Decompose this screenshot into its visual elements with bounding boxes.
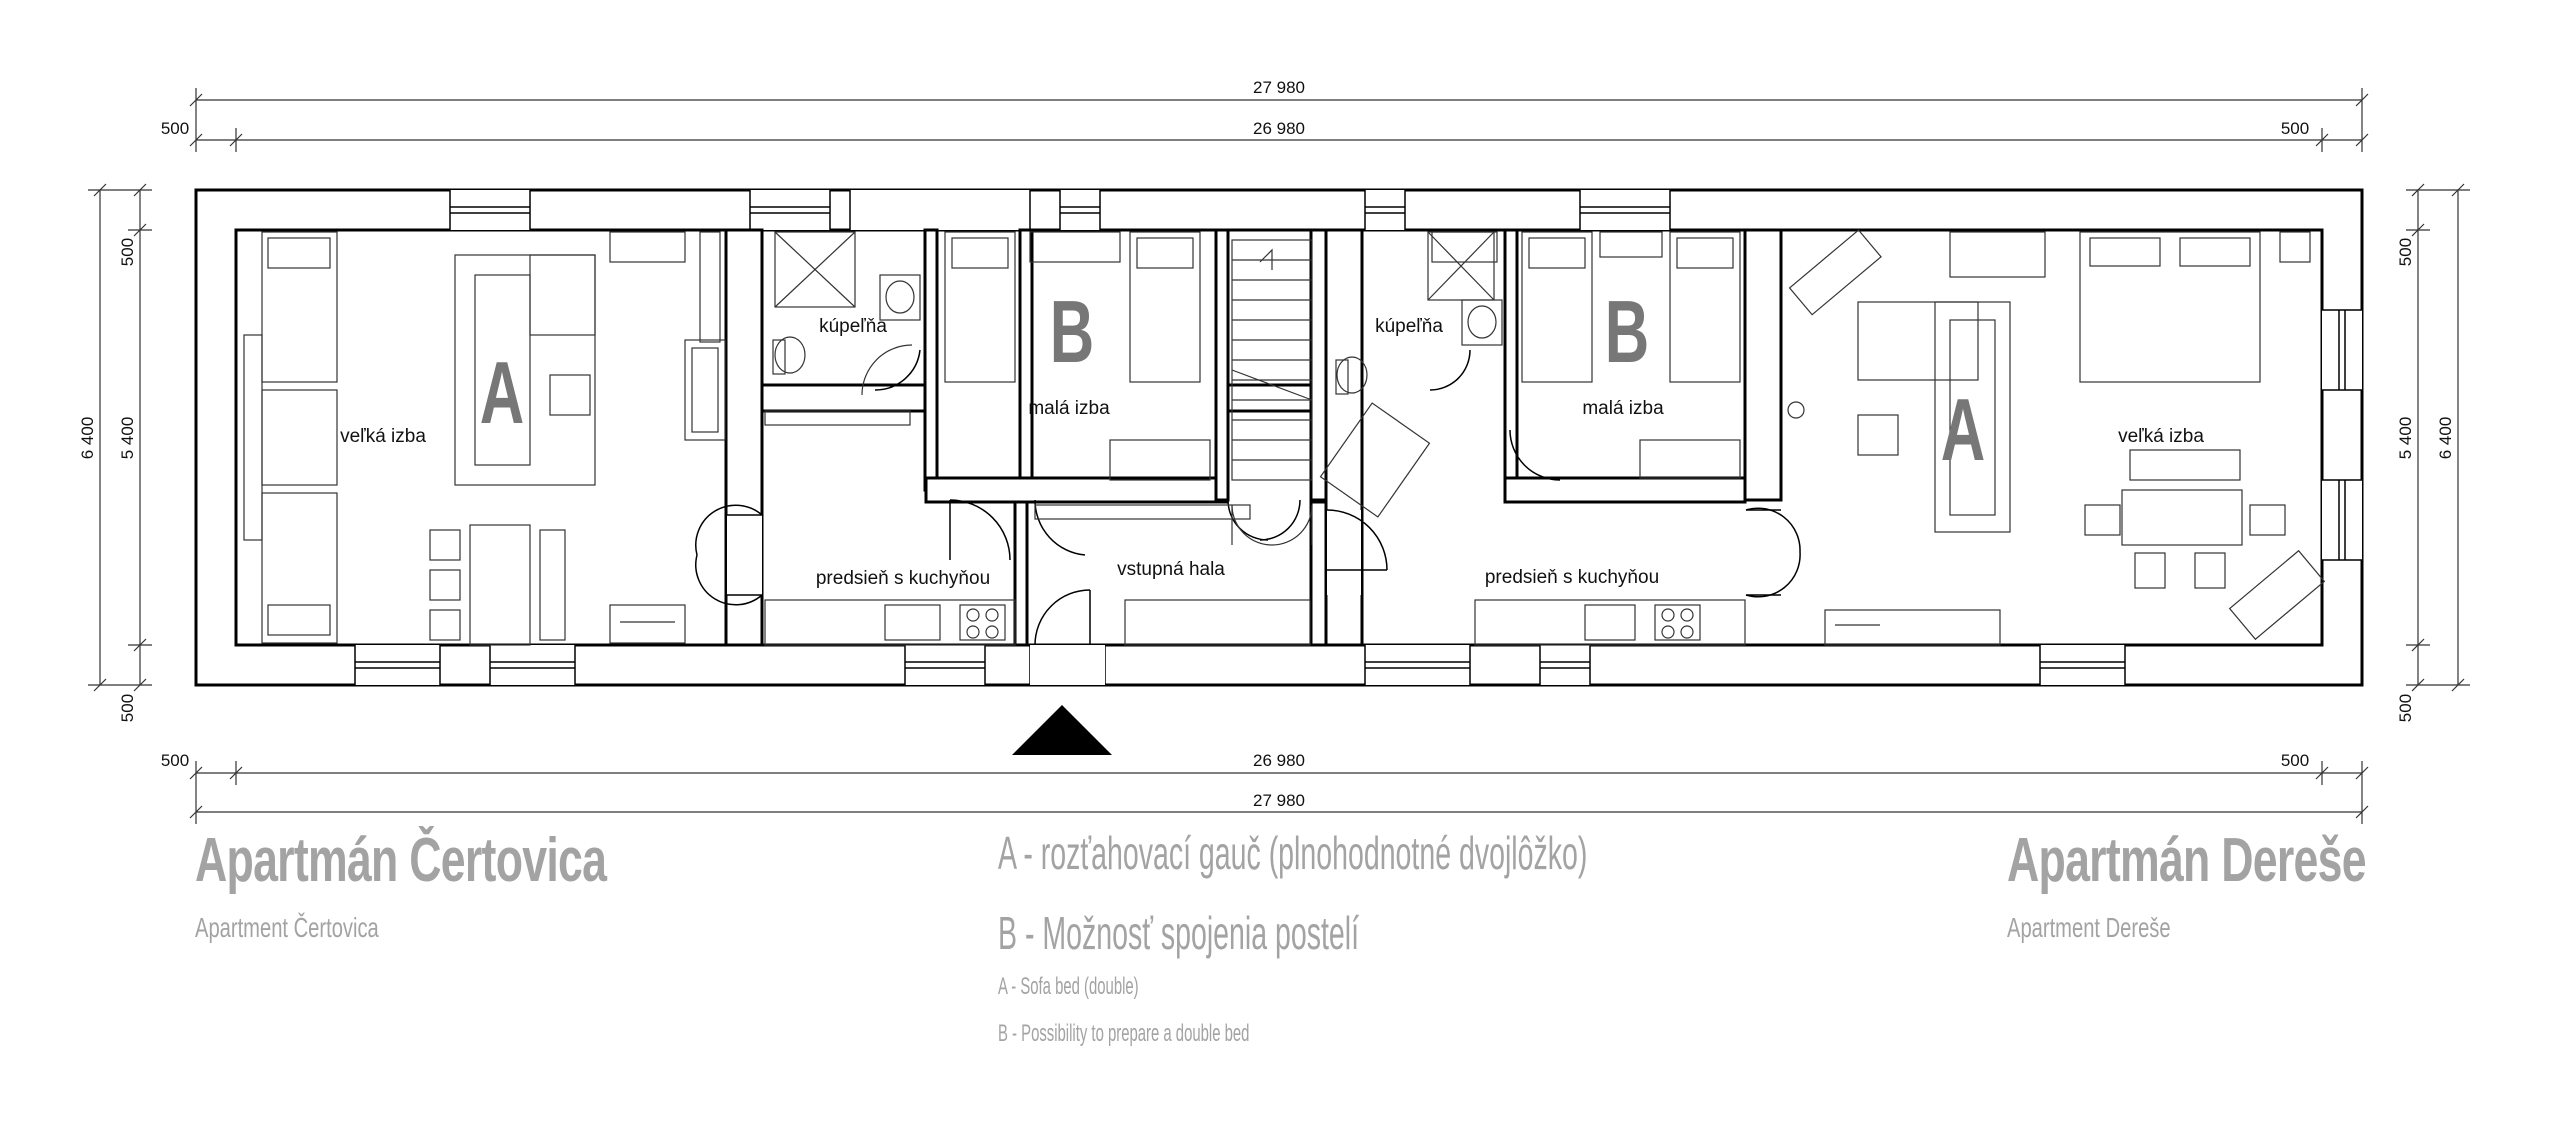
dim-height-top-left: 500: [118, 238, 137, 266]
doors: [695, 349, 1801, 685]
dim-height-inner-right: 5 400: [2396, 417, 2415, 460]
marker-a-left: A: [480, 344, 524, 442]
legend-a-sk: A - rozťahovací gauč (plnohodnotné dvojl…: [998, 827, 1588, 879]
legend-b-en: B - Possibility to prepare a double bed: [998, 1020, 1250, 1047]
room-label-left-hall: predsieň s kuchyňou: [816, 568, 990, 589]
room-label-left-bath: kúpeľňa: [819, 316, 887, 337]
room-label-entrance: vstupná hala: [1117, 559, 1225, 580]
dim-height-bottom-left: 500: [118, 694, 137, 722]
room-label-left-small: malá izba: [1028, 398, 1110, 419]
left-apartment-title: Apartmán Čertovica: [195, 826, 607, 895]
dim-right-margin-bottom: 500: [2281, 751, 2309, 770]
markers: A B B A: [480, 283, 1985, 479]
dim-height-top-right: 500: [2396, 238, 2415, 266]
legend-a-en: A - Sofa bed (double): [998, 973, 1139, 1000]
room-labels: veľká izba kúpeľňa malá izba predsieň s …: [340, 316, 2204, 589]
dim-inner-top: 26 980: [1253, 119, 1305, 138]
dim-height-total-right: 6 400: [2436, 417, 2455, 460]
dimension-labels: 27 980 26 980 500 500 26 980 500 500 27 …: [78, 78, 2455, 810]
dim-height-bottom-right: 500: [2396, 694, 2415, 722]
window-frames: [354, 190, 2362, 685]
dim-height-inner-left: 5 400: [118, 417, 137, 460]
room-label-right-living: veľká izba: [2118, 426, 2204, 447]
dim-left-margin-top: 500: [161, 119, 189, 138]
room-label-right-bath: kúpeľňa: [1375, 316, 1443, 337]
entrance-arrow-icon: [1012, 705, 1112, 755]
dim-left-margin-bottom: 500: [161, 751, 189, 770]
left-apartment-subtitle: Apartment Čertovica: [195, 912, 379, 943]
room-label-right-hall: predsieň s kuchyňou: [1485, 567, 1659, 588]
marker-b-right: B: [1605, 283, 1649, 381]
dim-inner-bottom: 26 980: [1253, 751, 1305, 770]
marker-a-right: A: [1941, 381, 1985, 479]
dim-total-top: 27 980: [1253, 78, 1305, 97]
dim-height-total-left: 6 400: [78, 417, 97, 460]
furniture: [243, 229, 2326, 646]
walls: [194, 188, 2364, 687]
room-label-left-living: veľká izba: [340, 426, 426, 447]
dim-total-bottom: 27 980: [1253, 791, 1305, 810]
dimension-lines: [88, 88, 2470, 824]
dim-right-margin-top: 500: [2281, 119, 2309, 138]
right-apartment-title: Apartmán Dereše: [2007, 826, 2367, 895]
marker-b-left: B: [1050, 283, 1094, 381]
right-apartment-subtitle: Apartment Dereše: [2007, 912, 2171, 943]
legend-b-sk: B - Možnosť spojenia postelí: [998, 907, 1360, 959]
room-label-right-small: malá izba: [1582, 398, 1664, 419]
